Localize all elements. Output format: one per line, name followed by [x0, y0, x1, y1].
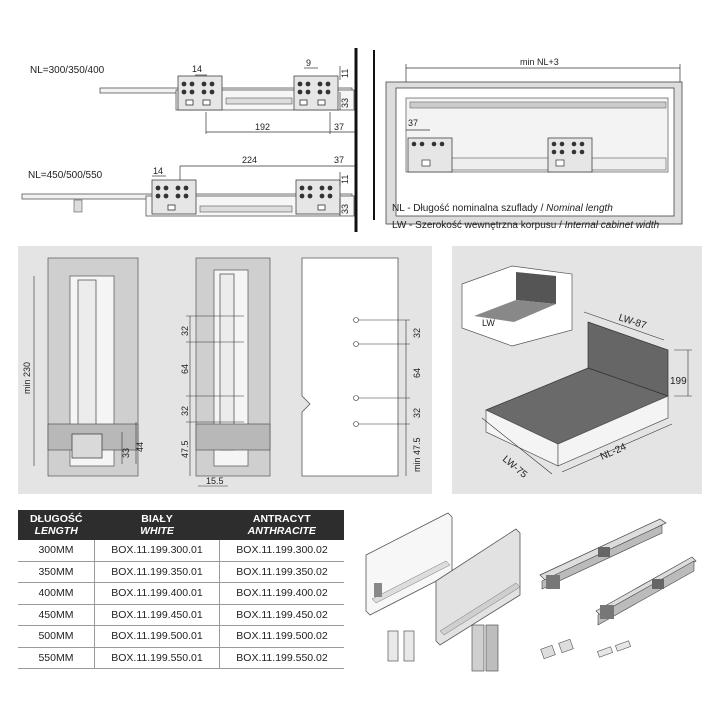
sec-dim-44: 44	[135, 442, 145, 452]
cell-anthracite: BOX.11.199.300.02	[219, 540, 344, 562]
nl-small-label: NL=300/350/400	[30, 65, 105, 76]
dim-11-large: 11	[340, 175, 350, 184]
front-dim-32b: 32	[412, 408, 422, 418]
dim-33-large: 33	[340, 204, 350, 214]
slide-small	[99, 75, 355, 111]
cell-white: BOX.11.199.550.01	[94, 647, 221, 669]
table-row: 400MM BOX.11.199.400.01 BOX.11.199.400.0…	[18, 582, 344, 605]
dim-14-large: 14	[153, 166, 163, 176]
cell-anthracite: BOX.11.199.350.02	[219, 561, 344, 583]
cell-anthracite: BOX.11.199.500.02	[219, 625, 344, 648]
dim-37-small: 37	[334, 122, 344, 132]
sec-dim-32b: 32	[180, 406, 190, 416]
slide-drawings: NL=300/350/400 14 9 11 33 192 37 NL=450/…	[21, 48, 358, 232]
cell-white: BOX.11.199.500.01	[94, 625, 221, 648]
nl-large-label: NL=450/500/550	[28, 170, 103, 181]
sec-dim-64: 64	[180, 364, 190, 374]
dim-9: 9	[306, 58, 311, 68]
iso-lw: LW	[482, 318, 495, 328]
parts-illustration	[365, 512, 697, 672]
sec-dim-33: 33	[121, 448, 131, 458]
legend-nl: NL - Długość nominalna szuflady / Nomina…	[392, 203, 613, 214]
front-dim-32a: 32	[412, 328, 422, 338]
table-row: 500MM BOX.11.199.500.01 BOX.11.199.500.0…	[18, 625, 344, 648]
min-230-label: min 230	[22, 362, 32, 394]
table-row: 450MM BOX.11.199.450.01 BOX.11.199.450.0…	[18, 604, 344, 626]
cell-length: 400MM	[18, 582, 95, 605]
cabinet-drawing: min NL+3 37	[373, 50, 683, 225]
table-row: 350MM BOX.11.199.350.01 BOX.11.199.350.0…	[18, 561, 344, 583]
slide-large	[21, 179, 355, 217]
legend-lw: LW - Szerokość wewnętrzna korpusu / Inte…	[392, 220, 660, 231]
cell-length: 350MM	[18, 561, 95, 583]
cabinet-dim-37: 37	[408, 118, 418, 128]
table-row: 300MM BOX.11.199.300.01 BOX.11.199.300.0…	[18, 540, 344, 562]
cell-anthracite: BOX.11.199.450.02	[219, 604, 344, 626]
dim-192: 192	[255, 122, 270, 132]
cell-anthracite: BOX.11.199.550.02	[219, 647, 344, 669]
dim-37-large: 37	[334, 155, 344, 165]
iso-drawing: LW LW-87 199 LW-75 NL-24	[461, 265, 692, 481]
front-dim-min475: min 47.5	[412, 437, 422, 472]
cell-white: BOX.11.199.450.01	[94, 604, 221, 626]
iso-lw75: LW-75	[500, 454, 529, 481]
section-drawings: min 230 33 44 32 64 32 47.5 15.5 32 64 3…	[22, 257, 422, 487]
cell-white: BOX.11.199.300.01	[94, 540, 221, 562]
cell-length: 300MM	[18, 540, 95, 562]
sec-dim-155: 15.5	[206, 476, 224, 486]
cell-white: BOX.11.199.400.01	[94, 582, 221, 605]
sec-dim-475: 47.5	[180, 440, 190, 458]
dim-14-small: 14	[192, 64, 202, 74]
cell-length: 550MM	[18, 647, 95, 669]
min-nl-label: min NL+3	[520, 57, 559, 67]
clips	[540, 638, 631, 660]
slide-rail-2	[595, 556, 697, 626]
front-dim-64: 64	[412, 368, 422, 378]
table-row: 550MM BOX.11.199.550.01 BOX.11.199.550.0…	[18, 647, 344, 669]
cell-length: 450MM	[18, 604, 95, 626]
iso-199: 199	[670, 376, 687, 387]
cell-white: BOX.11.199.350.01	[94, 561, 221, 583]
sec-dim-32a: 32	[180, 326, 190, 336]
cell-anthracite: BOX.11.199.400.02	[219, 582, 344, 605]
dim-33-small: 33	[340, 98, 350, 108]
dim-11-small: 11	[340, 69, 350, 78]
cell-length: 500MM	[18, 625, 95, 648]
brackets	[387, 624, 499, 672]
dim-224: 224	[242, 155, 257, 165]
slide-rail-1	[539, 518, 667, 590]
side-panel-anthracite	[435, 528, 521, 646]
